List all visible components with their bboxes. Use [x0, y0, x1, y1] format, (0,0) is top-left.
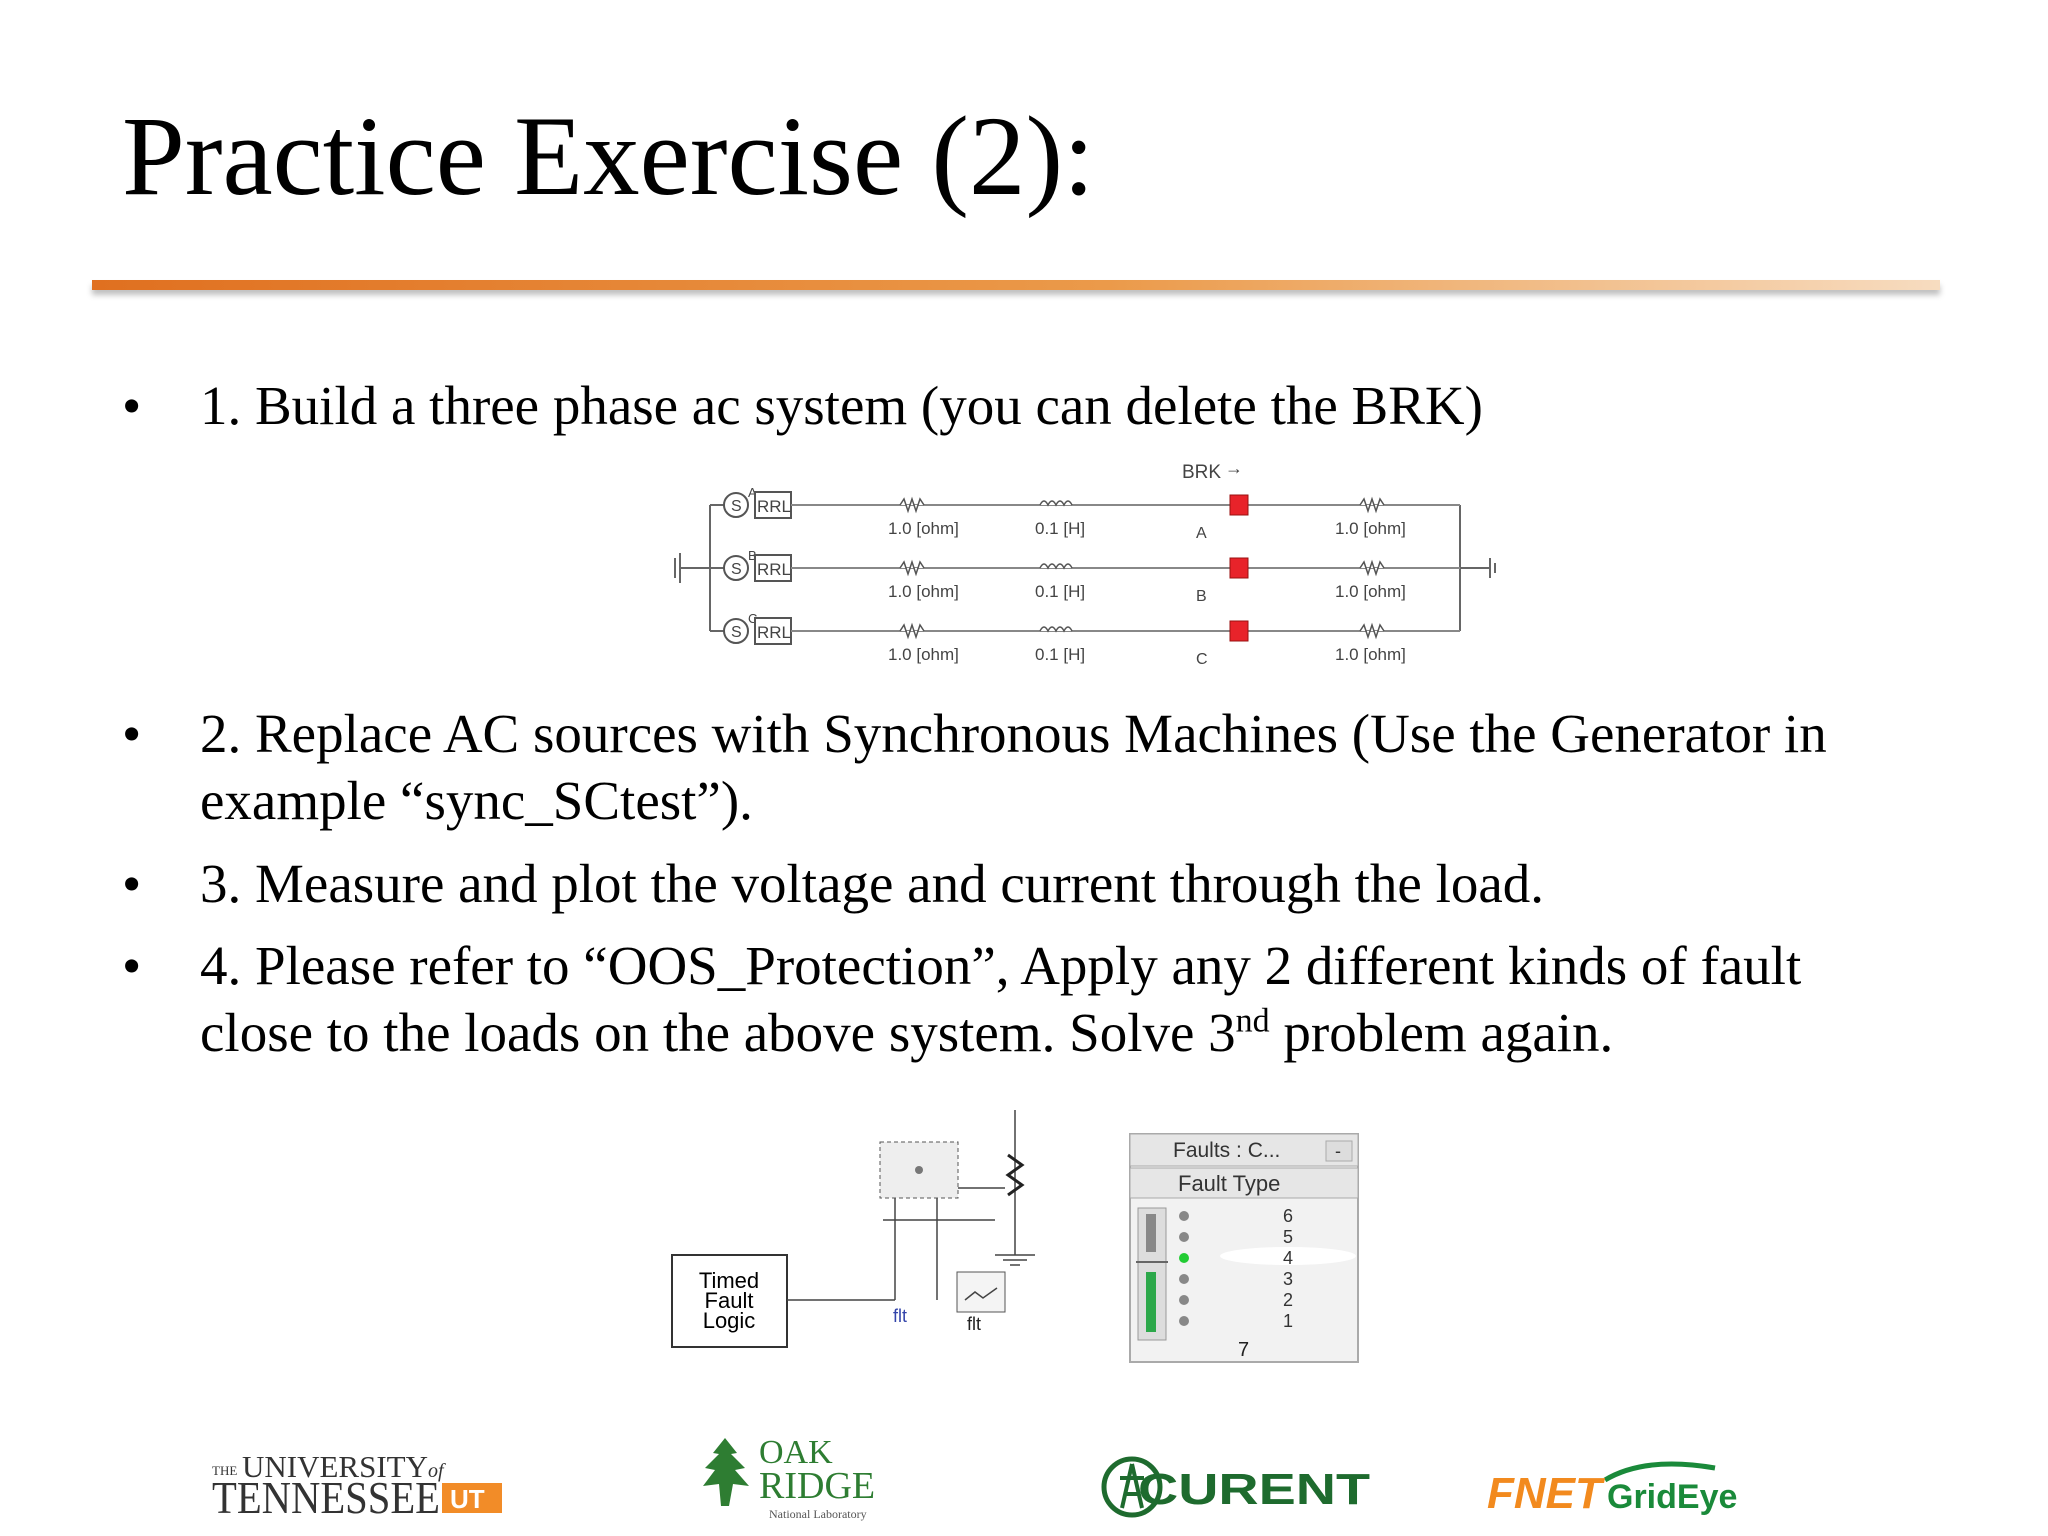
phase-a-rrl-label: RRL	[757, 497, 791, 516]
phase-b-source-symbol	[723, 555, 749, 581]
phase-b-rrl-label: RRL	[757, 560, 791, 579]
phase-c-resistor-2-label: 1.0 [ohm]	[1335, 645, 1406, 664]
phase-b-inductor	[1039, 563, 1073, 570]
phase-c-phase-tag: C	[748, 611, 757, 626]
phase-b-resistor-1-label: 1.0 [ohm]	[888, 582, 959, 601]
ornl-sub: National Laboratory	[769, 1507, 867, 1521]
phase-b-breaker	[1229, 557, 1249, 579]
bullet-1-text: 1. Build a three phase ac system (you ca…	[200, 375, 1483, 436]
fault-type-header: Fault Type	[1178, 1171, 1280, 1196]
oak-ridge-logo: OAK RIDGE National Laboratory	[703, 1434, 875, 1521]
phase-c-resistor-2	[1359, 622, 1385, 640]
bullet-3-text: 3. Measure and plot the voltage and curr…	[200, 853, 1545, 914]
ut-of: of	[428, 1460, 446, 1482]
phase-b-breaker-phase-label: B	[1196, 588, 1207, 605]
grideye-text: GridEye	[1607, 1478, 1737, 1516]
phase-b-resistor-2	[1359, 559, 1385, 577]
phase-a-resistor-1	[899, 496, 925, 514]
ut-university: UNIVERSITY	[242, 1449, 428, 1484]
phase-a-resistor-2-label: 1.0 [ohm]	[1335, 519, 1406, 538]
phase-b-resistor-1	[899, 559, 925, 577]
breaker-label: BRK	[1182, 462, 1221, 483]
ut-the: THE	[212, 1463, 237, 1478]
bullet-marker: •	[122, 703, 142, 764]
phase-c-rrl-label: RRL	[757, 623, 791, 642]
bullet-marker: •	[122, 375, 142, 436]
bullet-marker: •	[122, 935, 142, 996]
phase-a-source-label: S	[731, 498, 742, 515]
fault-type-option-radio[interactable]	[1179, 1274, 1189, 1284]
phase-a-inductor	[1039, 500, 1073, 507]
ornl-oak: OAK	[759, 1434, 833, 1471]
faults-panel-title: Faults : C...	[1173, 1139, 1280, 1162]
university-of-tennessee-logo: THE UNIVERSITY of TENNESSEE UT	[212, 1449, 502, 1517]
bullet-marker: •	[122, 853, 142, 914]
timed-label: Timed	[699, 1268, 759, 1293]
flt-signal-label: flt	[893, 1306, 907, 1326]
fault-type-option-label[interactable]: 1	[1283, 1311, 1293, 1331]
slide-title: Practice Exercise (2):	[122, 94, 1095, 219]
phase-a-phase-tag: A	[748, 485, 757, 500]
fault-type-option-label[interactable]: 6	[1283, 1206, 1293, 1226]
title-divider	[92, 280, 1940, 290]
ut-mark: UT	[450, 1484, 485, 1514]
fault-type-option-radio[interactable]	[1179, 1211, 1189, 1221]
fault-type-option-radio[interactable]	[1179, 1295, 1189, 1305]
phase-c-source-symbol	[723, 618, 749, 644]
bullet-2-text: 2. Replace AC sources with Synchronous M…	[200, 700, 1920, 834]
bullet-4-line-2: close to the loads on the above system. …	[200, 1002, 1614, 1063]
ornl-ridge: RIDGE	[759, 1465, 875, 1507]
ut-tennessee: TENNESSEE	[212, 1472, 440, 1517]
scope-block	[956, 1271, 1006, 1313]
phase-a-breaker-phase-label: A	[1196, 525, 1207, 542]
phase-c-resistor-1-label: 1.0 [ohm]	[888, 645, 959, 664]
breaker-arrow: →	[1225, 458, 1243, 478]
curent-text: CURENT	[1138, 1465, 1370, 1514]
phase-a-rrl-block	[754, 491, 792, 519]
phase-c-resistor-1	[899, 622, 925, 640]
fault-type-option-label[interactable]: 4	[1283, 1248, 1293, 1268]
phase-a-resistor-2	[1359, 496, 1385, 514]
phase-a-resistor-1-label: 1.0 [ohm]	[888, 519, 959, 538]
phase-c-breaker-phase-label: C	[1196, 651, 1208, 668]
fault-type-slider-fill	[1146, 1272, 1156, 1332]
phase-c-breaker	[1229, 620, 1249, 642]
phase-c-inductor-label: 0.1 [H]	[1035, 645, 1085, 664]
phase-b-inductor-label: 0.1 [H]	[1035, 582, 1085, 601]
timed-fault-logic-block	[671, 1254, 788, 1348]
phase-b-resistor-2-label: 1.0 [ohm]	[1335, 582, 1406, 601]
fault-type-option-radio[interactable]	[1179, 1253, 1189, 1263]
logic-label: Logic	[703, 1308, 756, 1333]
fault-type-option-radio[interactable]	[1179, 1316, 1189, 1326]
svg-text:-: -	[1335, 1141, 1341, 1161]
fnet-text: FNET	[1487, 1469, 1605, 1518]
fnet-grideye-logo: FNET GridEye	[1487, 1461, 1737, 1518]
bullet-2-line-2: example “sync_SCtest”).	[200, 770, 753, 831]
fault-label: Fault	[705, 1288, 754, 1313]
curent-logo: CURENT	[1101, 1456, 1370, 1518]
minimize-button[interactable]	[1325, 1140, 1353, 1162]
phase-a-breaker	[1229, 494, 1249, 516]
fault-type-option-label[interactable]: 2	[1283, 1290, 1293, 1310]
phase-a-inductor-label: 0.1 [H]	[1035, 519, 1085, 538]
fault-type-option-radio[interactable]	[1179, 1232, 1189, 1242]
bullet-4-text: 4. Please refer to “OOS_Protection”, App…	[200, 932, 1920, 1066]
phase-c-inductor	[1039, 626, 1073, 633]
flt-output-label: flt	[967, 1314, 981, 1334]
fault-current-value: 7	[1238, 1339, 1249, 1361]
bullet-4-line-1: 4. Please refer to “OOS_Protection”, App…	[200, 935, 1802, 996]
phase-b-phase-tag: B	[748, 548, 757, 563]
timed-fault-diagram: Timed Fault Logic flt flt	[671, 1110, 1035, 1348]
phase-a-source-symbol	[723, 492, 749, 518]
phase-b-source-label: S	[731, 561, 742, 578]
bullet-2-line-1: 2. Replace AC sources with Synchronous M…	[200, 703, 1827, 764]
fault-type-option-label[interactable]: 3	[1283, 1269, 1293, 1289]
fault-type-option-label[interactable]: 5	[1283, 1227, 1293, 1247]
phase-c-source-label: S	[731, 624, 742, 641]
